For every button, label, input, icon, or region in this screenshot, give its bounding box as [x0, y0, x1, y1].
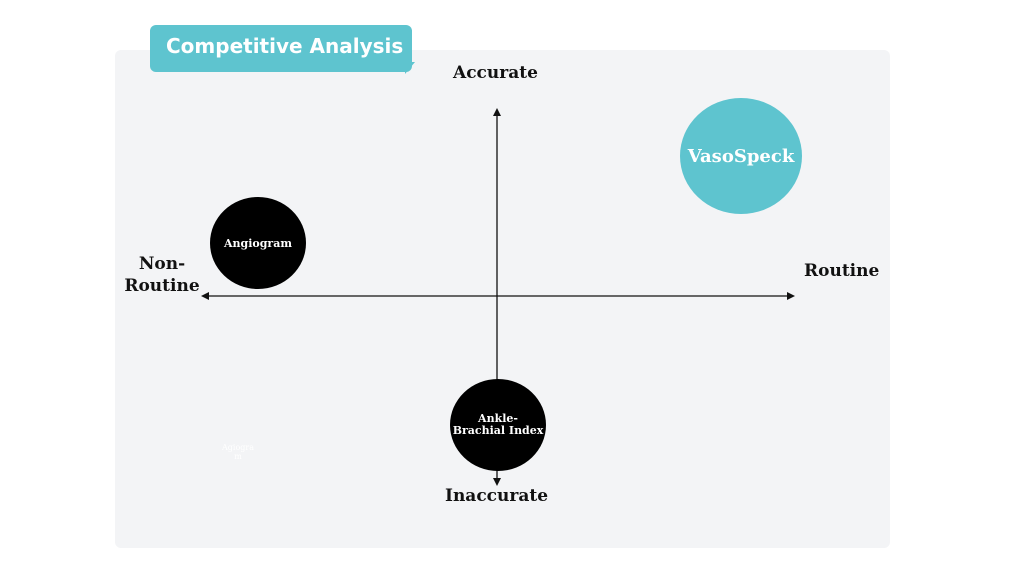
bubble-abi-label-line1: Ankle-	[478, 412, 518, 425]
axis-label-non-routine-line1: Non-	[138, 254, 186, 274]
bubble-angiogram: Angiogram	[210, 197, 306, 289]
title-tab	[150, 25, 412, 72]
bubble-abi-label-line2: Brachial Index	[452, 424, 544, 437]
ghost-label-line2: m	[234, 452, 242, 461]
ghost-label: Agiogra m	[217, 443, 259, 461]
bubble-vasospeck-label: VasoSpeck	[687, 145, 795, 167]
axis-label-non-routine-line2: Routine	[124, 276, 200, 296]
title-tab-tail	[405, 62, 415, 74]
axis-label-non-routine: Non- Routine	[122, 253, 202, 297]
bubble-angiogram-label: Angiogram	[224, 236, 292, 250]
axis-label-routine: Routine	[804, 261, 880, 281]
ghost-label-line1: Agiogra	[222, 443, 254, 452]
bubble-ankle-brachial-index: Ankle- Brachial Index	[450, 379, 546, 471]
axis-label-inaccurate: Inaccurate	[445, 486, 549, 506]
slide-title: Competitive Analysis	[166, 34, 404, 58]
bubble-vasospeck: VasoSpeck	[680, 98, 802, 214]
axis-label-accurate: Accurate	[453, 63, 538, 83]
